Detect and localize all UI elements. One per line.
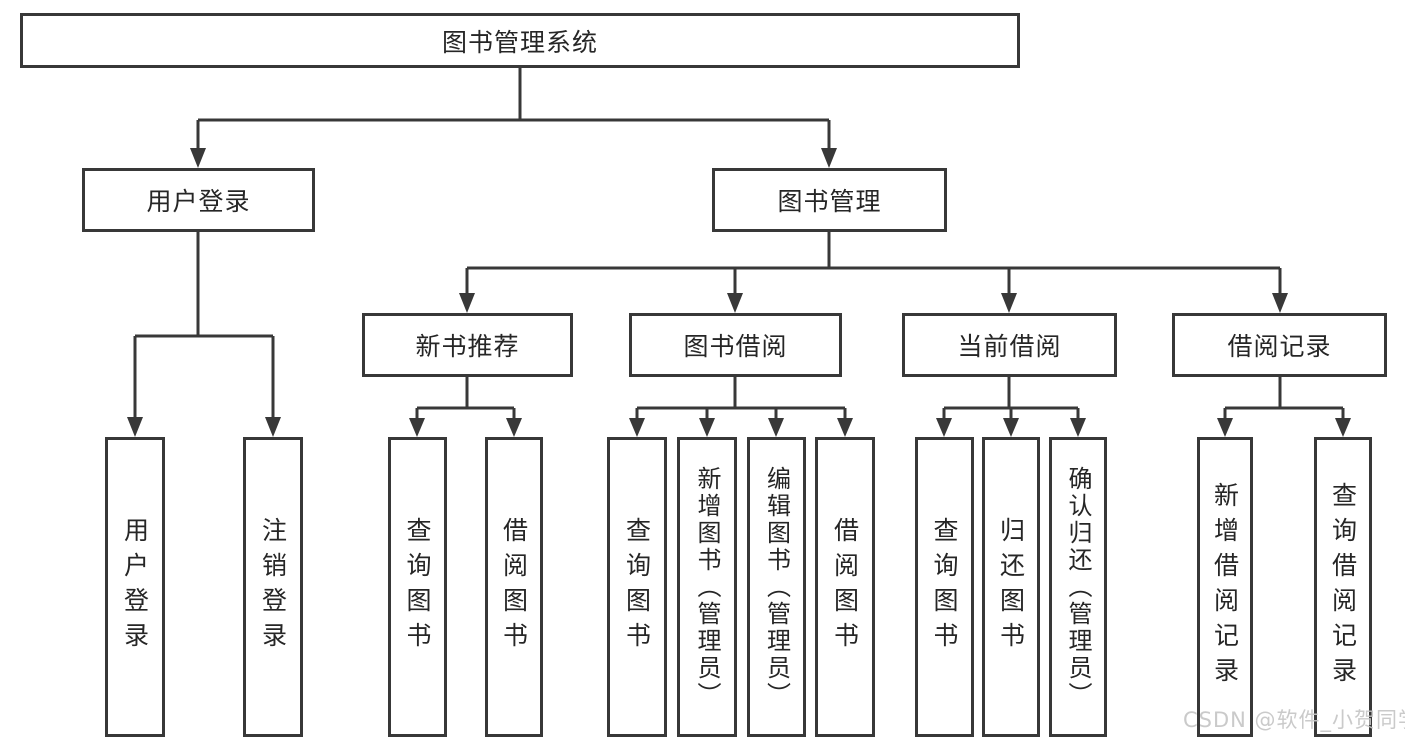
leaf-add-books-admin: 新增图书（管理员） [677,437,737,737]
leaf-query-books-borrow: 查询图书 [607,437,667,737]
node-book-borrow-label: 图书借阅 [683,332,788,361]
leaf-query-books-recommend: 查询图书 [388,437,447,737]
leaf-label: 查询借阅记录 [1328,482,1358,692]
node-root-label: 图书管理系统 [441,27,598,57]
leaf-query-borrow-record: 查询借阅记录 [1314,437,1372,737]
leaf-confirm-return-admin: 确认归还（管理员） [1049,437,1107,737]
leaf-label: 借阅图书 [830,517,860,657]
arrowhead-icon [1335,418,1351,437]
leaf-label: 确认归还（管理员） [1064,465,1092,709]
node-new-book-recommend: 新书推荐 [362,313,573,377]
arrowhead-icon [506,418,522,437]
leaf-label: 借阅图书 [499,517,529,657]
leaf-label: 查询图书 [930,517,959,657]
leaf-label: 编辑图书（管理员） [762,465,791,709]
arrowhead-icon [1217,418,1233,437]
arrowhead-icon [1001,293,1017,313]
leaf-label: 新增图书（管理员） [693,465,721,709]
arrowhead-icon [1070,418,1086,437]
node-new-book-recommend-label: 新书推荐 [415,332,520,361]
arrowhead-icon [190,148,206,168]
node-root: 图书管理系统 [20,13,1020,68]
arrowhead-icon [936,418,952,437]
connector-path [133,68,1345,423]
arrowhead-icon [459,293,475,313]
arrowhead-icon [837,418,853,437]
arrowhead-icon [727,293,743,313]
leaf-edit-books-admin: 编辑图书（管理员） [747,437,806,737]
arrowhead-icon [629,418,645,437]
node-user-login: 用户登录 [82,168,315,232]
arrowhead-icon [1003,418,1019,437]
arrowhead-icon [409,418,425,437]
leaf-return-books: 归还图书 [982,437,1040,737]
node-user-login-label: 用户登录 [146,187,251,216]
node-borrow-record: 借阅记录 [1172,313,1387,377]
leaf-label: 查询图书 [403,517,432,657]
arrowhead-icon [127,417,143,437]
leaf-label: 归还图书 [996,517,1026,657]
arrowhead-icon [821,148,837,168]
node-book-management: 图书管理 [712,168,947,232]
leaf-add-borrow-record: 新增借阅记录 [1197,437,1253,737]
leaf-logout: 注销登录 [243,437,303,737]
node-borrow-record-label: 借阅记录 [1227,332,1332,361]
leaf-user-login: 用户登录 [105,437,165,737]
leaf-query-books-current: 查询图书 [915,437,974,737]
leaf-label: 查询图书 [622,517,652,657]
node-book-borrow: 图书借阅 [629,313,842,377]
leaf-label: 注销登录 [258,517,288,657]
arrowhead-icon [265,417,281,437]
arrowhead-icon [699,418,715,437]
leaf-label: 新增借阅记录 [1210,482,1240,692]
arrowhead-icon [1272,293,1288,313]
leaf-borrow-books-recommend: 借阅图书 [485,437,543,737]
node-current-borrow: 当前借阅 [902,313,1117,377]
arrowhead-icon [768,418,784,437]
leaf-label: 用户登录 [120,517,150,657]
node-current-borrow-label: 当前借阅 [957,332,1062,361]
leaf-borrow-books: 借阅图书 [815,437,875,737]
node-book-management-label: 图书管理 [777,187,882,216]
